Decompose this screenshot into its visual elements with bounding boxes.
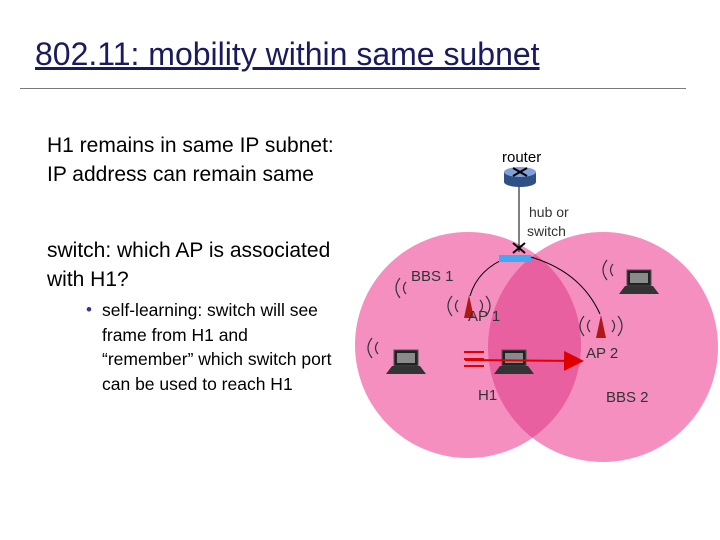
bss1-label: BBS 1: [411, 268, 454, 285]
switch-label-line2: switch: [527, 223, 566, 239]
laptop-bbs1-upper-icon: [395, 277, 407, 299]
slide-title: 802.11: mobility within same subnet: [35, 36, 540, 72]
h1-label: H1: [478, 387, 497, 404]
paragraph-switch-question: switch: which AP is associated with H1?: [47, 239, 331, 291]
ap2-label: AP 2: [586, 345, 618, 362]
bss2-label: BBS 2: [606, 389, 649, 406]
ap2-antenna-icon: [579, 315, 623, 338]
switch-icon: [499, 242, 531, 262]
laptop-bbs2-icon: [602, 259, 659, 294]
title-divider: [20, 88, 686, 89]
router-icon: [504, 167, 536, 187]
laptop-bbs1-icon: [367, 337, 426, 374]
switch-ap2-link: [526, 255, 601, 315]
switch-label-line1: hub or: [529, 204, 569, 220]
router-label: router: [502, 149, 541, 166]
paragraph-ip-subnet: H1 remains in same IP subnet: IP address…: [47, 134, 334, 186]
bullet-self-learning: self-learning: switch will see frame fro…: [102, 300, 332, 394]
h1-laptop-icon: [464, 349, 534, 374]
ap1-antenna-icon: [447, 295, 491, 318]
bss-overlap: [488, 232, 581, 458]
bullet-dot-icon: •: [86, 300, 92, 319]
ap1-label: AP 1: [468, 308, 500, 325]
h1-move-arrow: [464, 350, 584, 371]
